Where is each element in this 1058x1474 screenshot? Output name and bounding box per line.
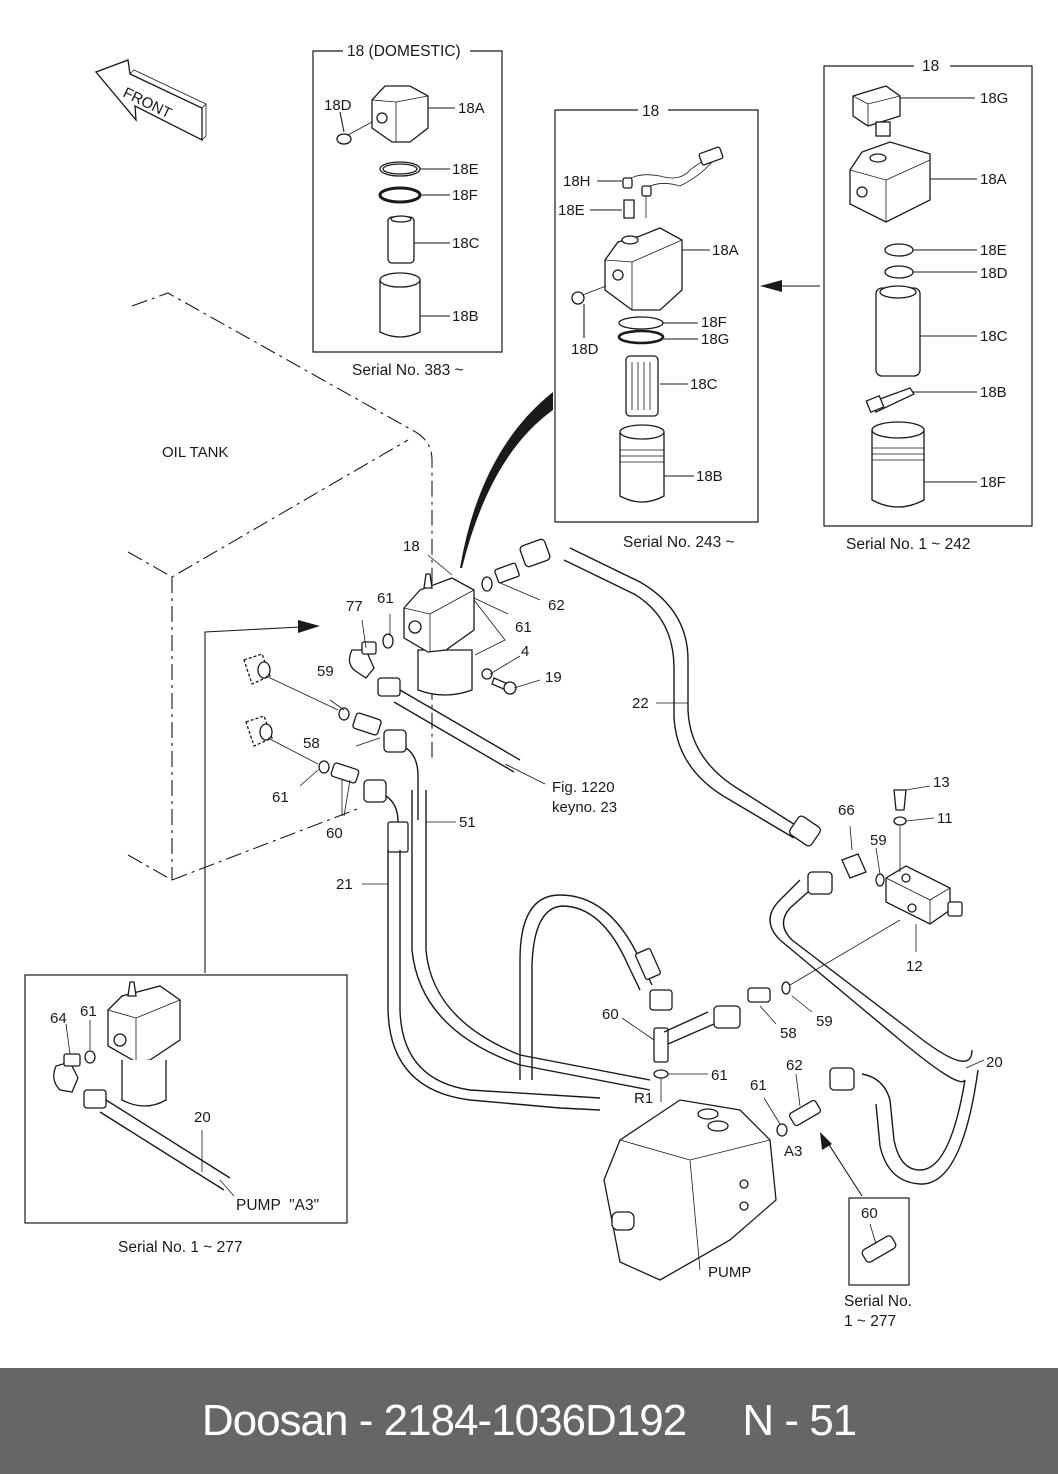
callout-66: 66 bbox=[838, 802, 855, 819]
callout-18e: 18E bbox=[558, 202, 585, 219]
callout-58: 58 bbox=[303, 735, 320, 752]
inset-1-242-title: 18 bbox=[922, 58, 939, 75]
callout-18g: 18G bbox=[701, 331, 729, 348]
footer-bar: Doosan - 2184-1036D192 N - 51 bbox=[0, 1368, 1058, 1474]
inset-243-title: 18 bbox=[642, 103, 659, 120]
inset-domestic: 18 (DOMESTIC) 18D 18A 18E 18F 18C 18B Se… bbox=[312, 43, 503, 379]
callout-61: 61 bbox=[80, 1003, 97, 1020]
callout-60: 60 bbox=[602, 1006, 619, 1023]
callout-4: 4 bbox=[521, 643, 529, 660]
front-arrow-icon: FRONT bbox=[94, 59, 207, 142]
hose-21-51: 21 51 bbox=[336, 790, 651, 1111]
filter-assembly-18: 18 77 61 62 61 4 19 bbox=[346, 538, 565, 773]
callout-60: 60 bbox=[326, 825, 343, 842]
inset-reference-arrow-icon bbox=[204, 620, 320, 973]
callout-61: 61 bbox=[515, 619, 532, 636]
inset-fitting-60-caption-line2: 1 ~ 277 bbox=[844, 1313, 896, 1330]
callout-12: 12 bbox=[906, 958, 923, 975]
callout-51: 51 bbox=[459, 814, 476, 831]
parts-diagram: FRONT OIL TANK 18 (DOMESTIC) 18D 18A bbox=[24, 43, 1033, 1330]
detail-pointer bbox=[460, 392, 553, 568]
oil-tank-outline: OIL TANK bbox=[127, 292, 433, 881]
callout-22: 22 bbox=[632, 695, 649, 712]
callout-58: 58 bbox=[780, 1025, 797, 1042]
inset-1-242-caption: Serial No. 1 ~ 242 bbox=[846, 536, 971, 553]
callout-19: 19 bbox=[545, 669, 562, 686]
pump: 61 62 A3 PUMP bbox=[603, 1057, 863, 1281]
inset-domestic-title: 18 (DOMESTIC) bbox=[347, 43, 461, 60]
inset-pump-a3-caption: Serial No. 1 ~ 277 bbox=[118, 1239, 243, 1256]
callout-62: 62 bbox=[786, 1057, 803, 1074]
callout-18a: 18A bbox=[980, 171, 1007, 188]
callout-18f: 18F bbox=[980, 474, 1006, 491]
callout-18b: 18B bbox=[980, 384, 1007, 401]
callout-62: 62 bbox=[548, 597, 565, 614]
inset-pump-a3: 64 61 20 PUMP "A3" Serial No. 1 ~ 277 bbox=[24, 974, 348, 1256]
callout-61: 61 bbox=[272, 789, 289, 806]
pump-label: PUMP bbox=[708, 1264, 751, 1281]
callout-18e: 18E bbox=[452, 161, 479, 178]
inset-serial-1-242: 18 18G 18A 18E 18D 18C 18B 18F Serial No… bbox=[823, 58, 1033, 553]
inset-serial-243: 18 18H 18E 18A 18D 18F 18G 18C bbox=[554, 103, 759, 551]
callout-18a: 18A bbox=[458, 100, 485, 117]
valve-block-12: 66 13 11 59 12 bbox=[838, 774, 963, 975]
callout-61: 61 bbox=[750, 1077, 767, 1094]
callout-21: 21 bbox=[336, 876, 353, 893]
fig-reference-line1: Fig. 1220 bbox=[552, 779, 615, 796]
callout-18c: 18C bbox=[690, 376, 718, 393]
callout-18g: 18G bbox=[980, 90, 1008, 107]
oil-tank-label: OIL TANK bbox=[162, 444, 228, 461]
inset-pump-a3-note: PUMP "A3" bbox=[236, 1197, 319, 1214]
left-fittings: 59 58 61 60 bbox=[243, 653, 419, 853]
callout-r1: R1 bbox=[634, 1090, 653, 1107]
hose-20: 58 59 20 bbox=[663, 871, 1003, 1185]
inset-fitting-60: 60 Serial No. 1 ~ 277 bbox=[844, 1197, 912, 1330]
inset-fitting-60-caption-line1: Serial No. bbox=[844, 1293, 912, 1310]
callout-18d: 18D bbox=[324, 97, 352, 114]
callout-18c: 18C bbox=[452, 235, 480, 252]
callout-77: 77 bbox=[346, 598, 363, 615]
fig-reference-line2: keyno. 23 bbox=[552, 799, 617, 816]
callout-60: 60 bbox=[861, 1205, 878, 1222]
callout-18b: 18B bbox=[452, 308, 479, 325]
callout-18a: 18A bbox=[712, 242, 739, 259]
hose-22: 22 bbox=[563, 547, 822, 847]
callout-20: 20 bbox=[986, 1054, 1003, 1071]
callout-18h: 18H bbox=[563, 173, 591, 190]
callout-59: 59 bbox=[870, 832, 887, 849]
callout-18c: 18C bbox=[980, 328, 1008, 345]
callout-18f: 18F bbox=[701, 314, 727, 331]
callout-64: 64 bbox=[50, 1010, 67, 1027]
callout-18e: 18E bbox=[980, 242, 1007, 259]
callout-18f: 18F bbox=[452, 187, 478, 204]
callout-13: 13 bbox=[933, 774, 950, 791]
hose-r1-loop: 60 61 R1 bbox=[519, 894, 728, 1107]
callout-20: 20 bbox=[194, 1109, 211, 1126]
callout-a3: A3 bbox=[784, 1143, 802, 1160]
callout-18b: 18B bbox=[696, 468, 723, 485]
inset-domestic-caption: Serial No. 383 ~ bbox=[352, 362, 464, 379]
callout-11: 11 bbox=[937, 810, 953, 827]
callout-18d: 18D bbox=[571, 341, 599, 358]
footer-part-number: Doosan - 2184-1036D192 N - 51 bbox=[201, 1396, 857, 1445]
callout-59: 59 bbox=[816, 1013, 833, 1030]
callout-61: 61 bbox=[711, 1067, 728, 1084]
callout-59: 59 bbox=[317, 663, 334, 680]
callout-61: 61 bbox=[377, 590, 394, 607]
callout-18d: 18D bbox=[980, 265, 1008, 282]
callout-18: 18 bbox=[403, 538, 420, 555]
reference-arrow-icon bbox=[760, 280, 820, 292]
inset-243-caption: Serial No. 243 ~ bbox=[623, 534, 735, 551]
